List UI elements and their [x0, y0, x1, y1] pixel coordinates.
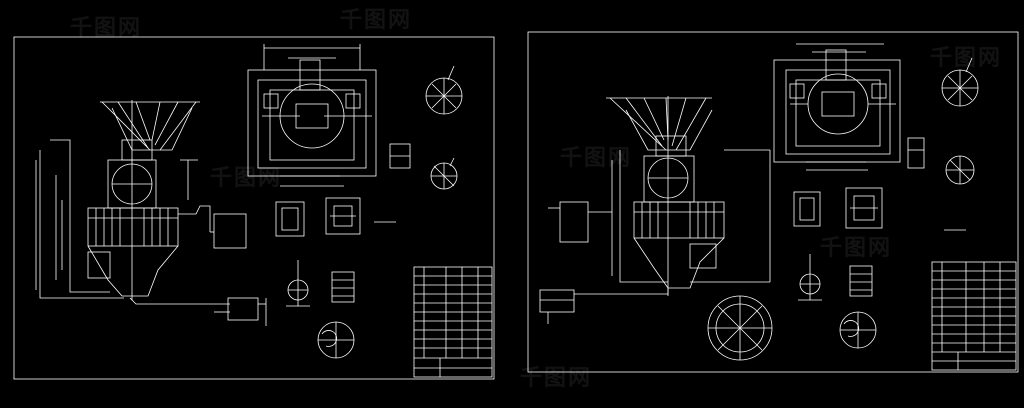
- left-drawing-sheet: [13, 36, 495, 380]
- left-title-block: [413, 266, 493, 378]
- right-title-block: [931, 261, 1017, 371]
- right-drawing-sheet: [527, 31, 1019, 373]
- right-main-assembly-view: [539, 96, 771, 324]
- left-detail-views: [275, 65, 463, 359]
- left-main-assembly-view: [35, 100, 267, 326]
- right-section-view-top: [773, 43, 901, 171]
- right-detail-views: [707, 57, 979, 361]
- left-section-view-top: [247, 44, 377, 187]
- right-sheet-border: [527, 31, 1019, 373]
- left-sheet-border: [13, 36, 495, 380]
